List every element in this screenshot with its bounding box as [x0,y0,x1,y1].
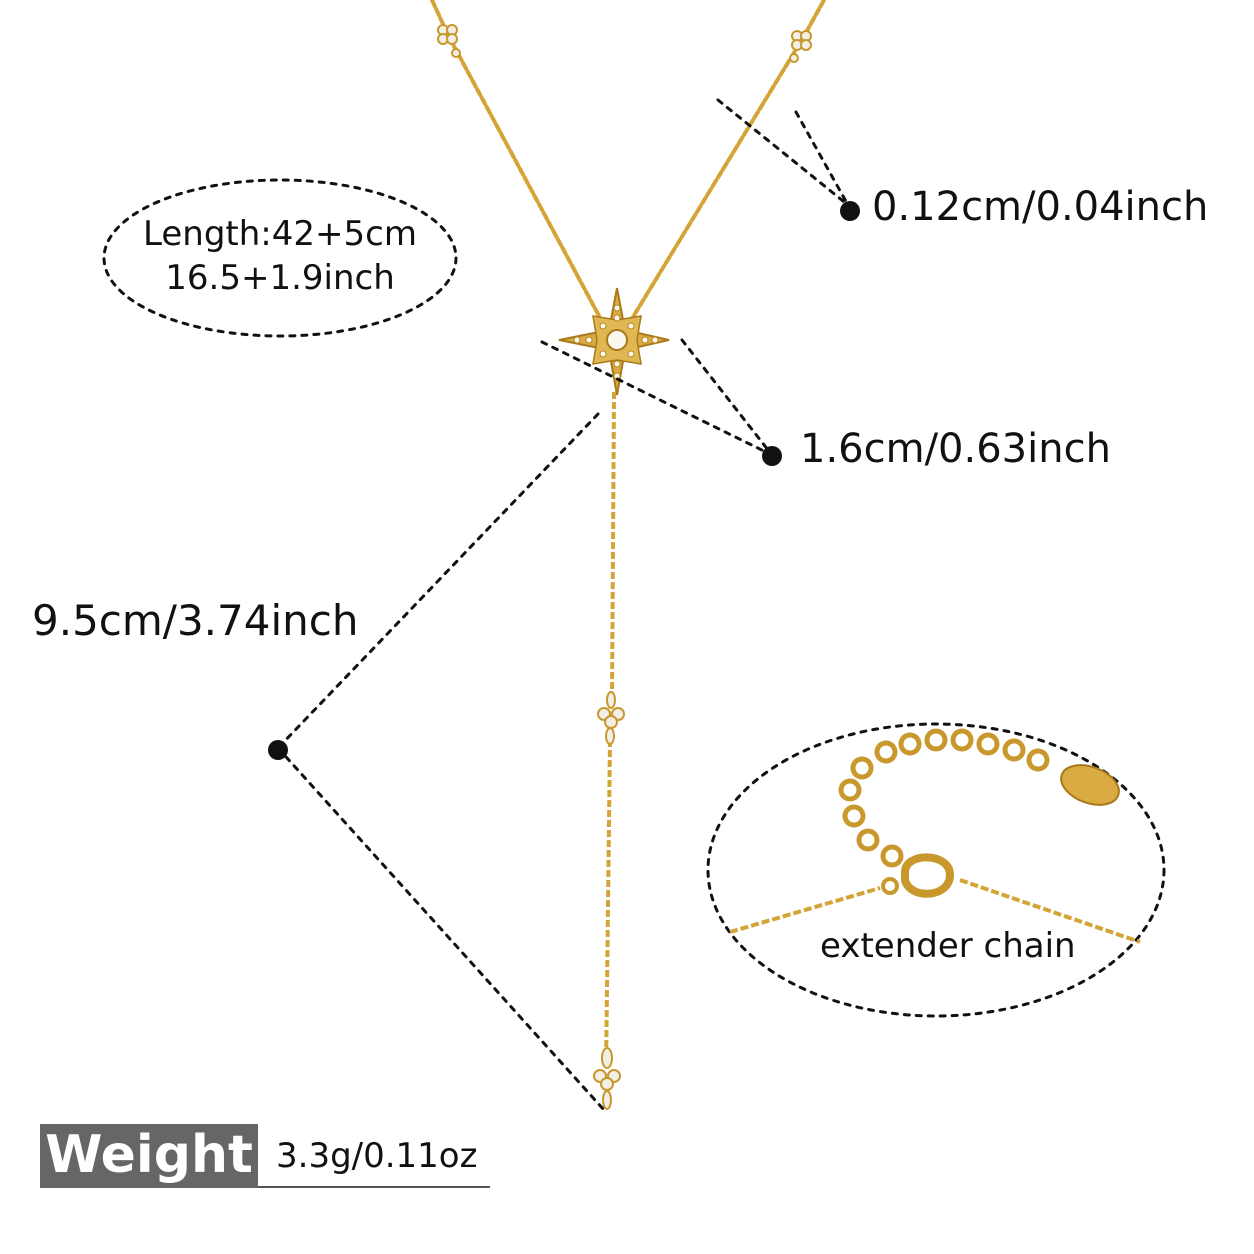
length-label-cm: Length:42+5cm [143,214,417,254]
main-chain [430,0,826,342]
chain-station-left [437,24,461,58]
star-pendant [558,287,670,396]
chain-station-right [789,30,812,63]
drop-station-end [593,1047,621,1110]
length-label-inch: 16.5+1.9inch [165,258,395,298]
extender-chain-label: extender chain [820,926,1076,966]
extender-chain-detail [729,728,1141,944]
chain-width-label: 0.12cm/0.04inch [872,184,1209,230]
weight-value: 3.3g/0.11oz [276,1136,478,1176]
pendant-size-label: 1.6cm/0.63inch [800,426,1111,472]
weight-underline [258,1186,490,1188]
weight-badge: Weight [40,1124,258,1188]
callout-dots [268,201,860,760]
drop-station-middle [597,691,625,745]
drop-chain [604,391,616,1071]
measure-guides [102,98,1166,1112]
drop-length-label: 9.5cm/3.74inch [32,596,359,645]
